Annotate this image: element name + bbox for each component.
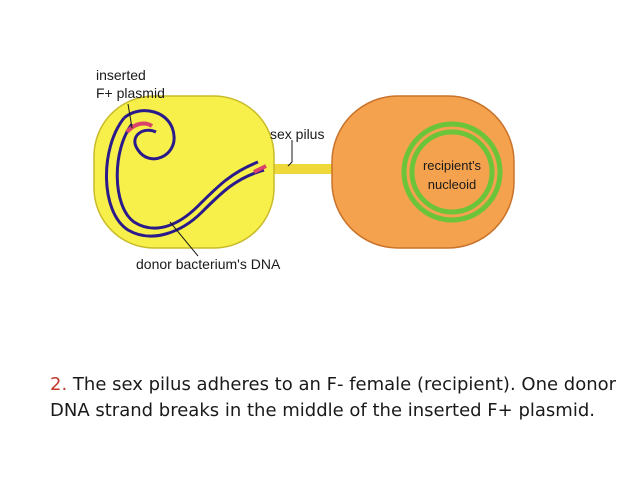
caption-text: The sex pilus adheres to an F- female (r… [50,374,617,421]
inserted-plasmid-label-line2: F+ plasmid [96,85,165,101]
donor-dna-loop [123,109,176,161]
step-number: 2. [50,374,68,395]
donor-dna-strand-outer [105,117,265,238]
recipient-nucleoid-label-line2: nucleoid [428,177,476,192]
plasmid-pointer-line [127,103,133,129]
pilus-pointer-line [287,140,293,167]
sex-pilus-label: sex pilus [270,126,324,142]
donor-dna-label: donor bacterium's DNA [136,256,281,272]
recipient-nucleoid-outer-ring [401,121,503,223]
donor-dna-pointer-line [169,221,199,257]
inserted-plasmid-segment-top [125,121,154,134]
donor-dna-strand-inner [115,123,259,230]
recipient-nucleoid-inner-ring [409,129,495,215]
inserted-plasmid-segment-end [253,164,267,174]
sex-pilus-bridge [262,164,342,174]
caption: 2. The sex pilus adheres to an F- female… [50,372,630,424]
inserted-plasmid-label-line1: inserted [96,67,146,83]
recipient-nucleoid-label-line1: recipient's [423,158,482,173]
conjugation-diagram: inserted F+ plasmid sex pilus recipient'… [93,67,515,272]
